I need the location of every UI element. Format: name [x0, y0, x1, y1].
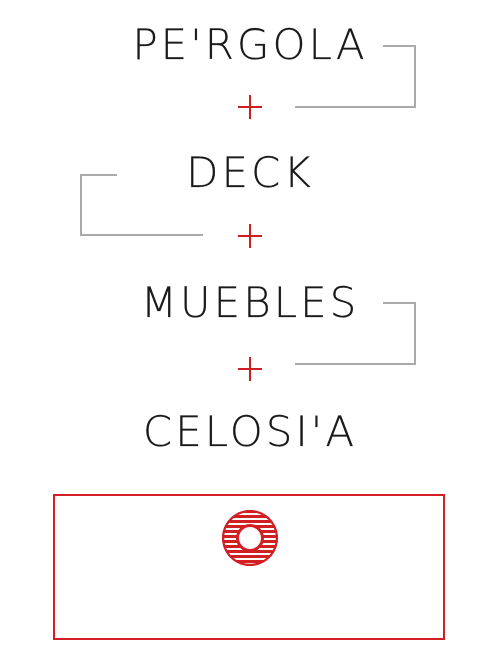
plus-icon: [235, 92, 265, 122]
logo-frame: [53, 494, 445, 640]
circle-stripes-logo-icon: [222, 510, 278, 566]
step-deck: DECK: [186, 148, 314, 197]
step-celosia: CELOSI'A: [142, 407, 358, 456]
step-pergola: PE'RGOLA: [132, 20, 368, 69]
connector-muebles-celosia: [295, 302, 416, 365]
plus-icon: [235, 221, 265, 251]
connector-pergola-deck: [295, 45, 416, 108]
plus-icon: [235, 354, 265, 384]
step-muebles: MUEBLES: [140, 278, 360, 327]
connector-deck-muebles: [80, 174, 203, 236]
